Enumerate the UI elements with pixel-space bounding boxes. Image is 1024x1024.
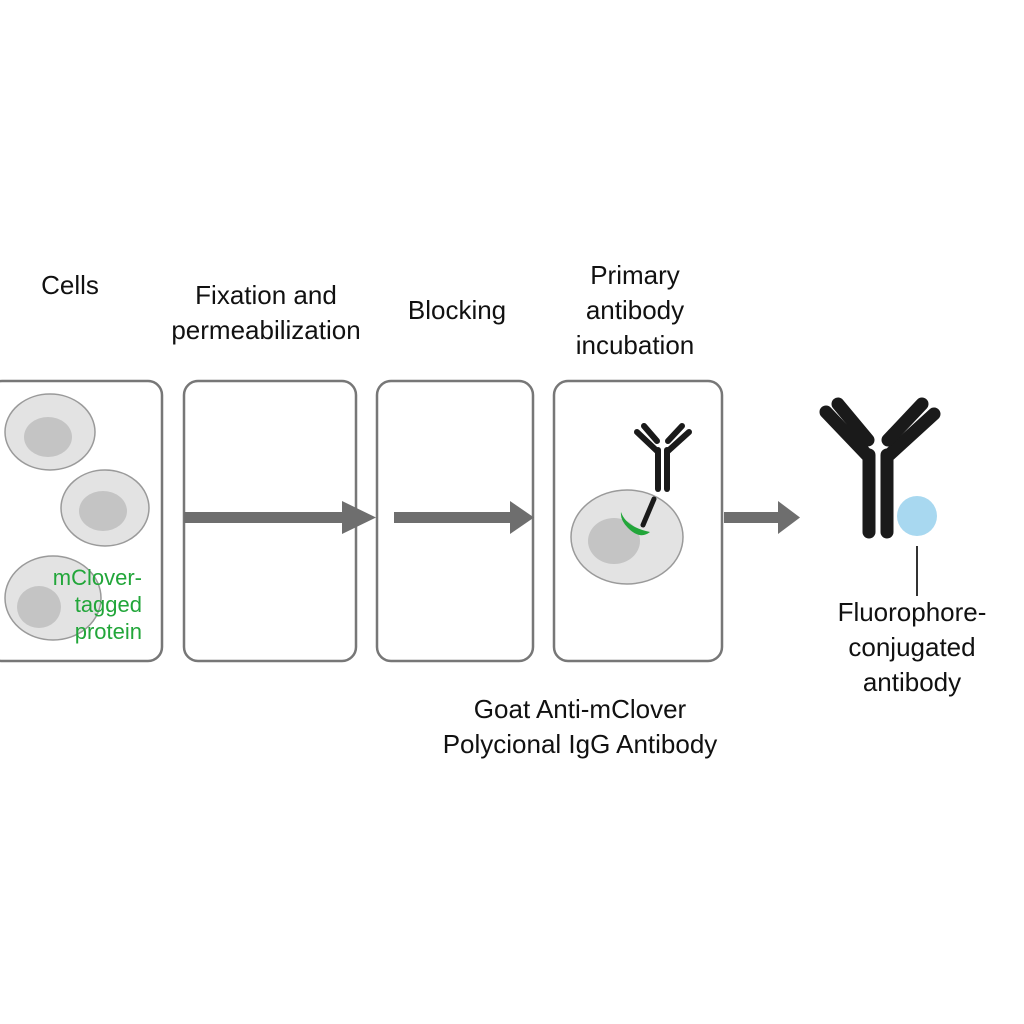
cell-2 xyxy=(60,469,150,547)
cell-primary-panel xyxy=(570,489,684,585)
secondary-antibody-icon xyxy=(819,397,941,596)
arrow-fixation xyxy=(184,501,376,534)
primary-antibody-label: Goat Anti-mClover Polycional IgG Antibod… xyxy=(442,694,718,759)
cell-3 xyxy=(4,555,102,641)
step-label-fixation: Fixation and permeabilization xyxy=(171,280,361,345)
antibody-binding-stem xyxy=(640,496,657,528)
primary-antibody-icon xyxy=(634,423,692,492)
secondary-antibody-label: Fluorophore- conjugated antibody xyxy=(837,597,987,697)
fluorophore xyxy=(897,496,937,536)
arrow-blocking xyxy=(394,501,534,534)
cell-1 xyxy=(4,393,96,471)
mclover-protein xyxy=(620,512,650,536)
step-label-cells: Cells xyxy=(41,270,99,300)
arrow-to-secondary xyxy=(724,501,800,534)
step-label-primary-incubation: Primary antibody incubation xyxy=(575,260,695,360)
mclover-tagged-protein-label: mClover- tagged protein xyxy=(52,565,142,644)
step-label-blocking: Blocking xyxy=(407,295,507,325)
